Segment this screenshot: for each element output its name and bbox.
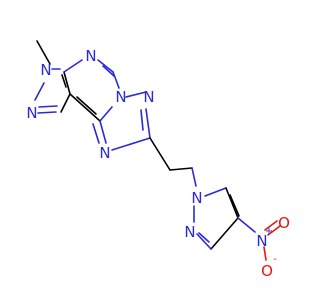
atom-o-bottom: O [261,262,273,280]
bond-c3-n2-double [198,232,210,243]
structure-svg: N N N N N N N N N + O O - [26,40,290,280]
bond-ethyl-2 [169,167,193,171]
atom-n-bridge: N [115,88,126,106]
bond-nitro-o-top-double [264,220,278,231]
atom-n-triazole-right: N [143,88,154,106]
bond-ch-nbridge [112,71,120,89]
atom-n-methyl: N [40,61,51,79]
bond-c-n-double [92,123,100,144]
atom-n-pyrazole2-1: N [191,189,202,207]
bond-c3a-c7a-inner [61,74,67,88]
bond-c3-n2 [196,233,212,250]
oxygen-minus-charge: - [273,254,277,265]
bond-n-c2-double [140,109,144,131]
bond-n2-c3 [37,111,57,114]
bond-c4-nnitro [237,217,256,233]
bond-ethyl-n [191,167,197,187]
bond-c-c3a-inner [76,96,97,115]
bond-n-ch [97,59,114,73]
bond-nbridge-n [125,91,147,98]
bond-nitro-o-top [267,225,281,236]
bond-c3a-c7a [63,71,71,95]
bond-c5-c4-double [229,194,240,217]
bond-n2-c3-double [38,105,58,108]
bond-c4-c3 [210,217,239,250]
methyl-bond [36,40,51,65]
bond-n1-c5 [204,187,227,197]
atom-n-nitro: N [256,232,267,250]
atom-n-pyrazole2-2: N [184,223,195,241]
bond-c-c3a [69,93,101,122]
atom-n-pyrimidine: N [85,47,96,65]
bond-c7a-n [63,59,83,73]
bond-c2-n [111,137,151,151]
bond-c5-c4 [225,187,239,219]
atom-o-top: O [278,214,290,232]
molecule-drawing: N N N N N N N N N + O O - [26,40,290,280]
bond-n1-n2 [34,82,45,101]
bond-n-ch-double [102,65,115,77]
atom-n-triazole-left: N [99,144,110,162]
nitro-plus-charge: + [265,226,273,237]
bond-c-n [99,120,107,144]
bond-nbridge-c [99,106,113,122]
bond-nitro-o-bottom [263,246,267,261]
atom-n-pyrazole: N [26,104,37,122]
bond-n-c2 [145,108,151,139]
bond-c3-c3a [60,93,71,113]
bond-ethyl-1 [149,137,171,171]
